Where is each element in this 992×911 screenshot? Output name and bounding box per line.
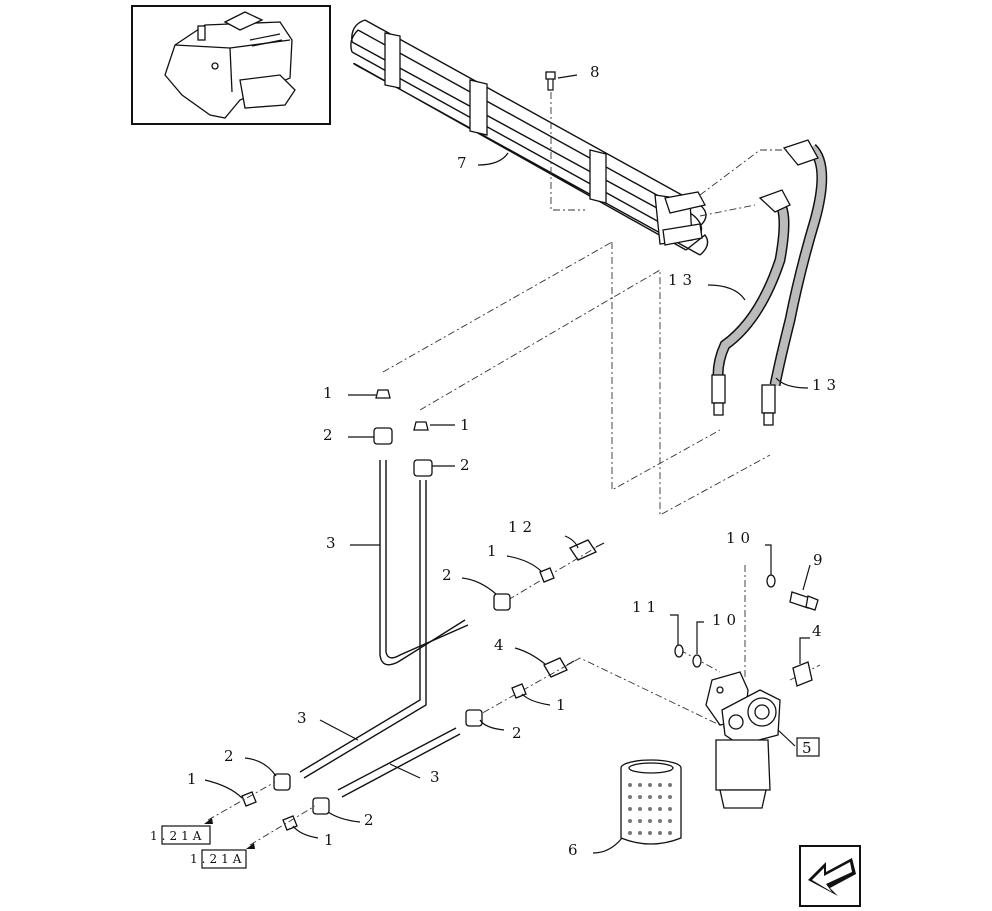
fitting-1-upper-left <box>375 389 391 399</box>
fitting-1-mid <box>539 567 555 583</box>
callout-1-bottom-a: 1 <box>187 770 202 788</box>
callout-3-lower: 3 <box>430 768 445 786</box>
callout-11: 11 <box>632 598 661 616</box>
reference-label-a[interactable]: 1.21A <box>150 829 205 843</box>
callout-13-lower: 13 <box>812 376 841 394</box>
pipe-3-left <box>379 460 469 666</box>
callout-3-middle: 3 <box>297 709 312 727</box>
callout-13-upper: 13 <box>668 271 697 289</box>
adapter-4-left <box>543 657 575 678</box>
callout-2-mid: 2 <box>442 566 457 584</box>
callout-2-lower-mid: 2 <box>512 724 527 742</box>
nut-2-bottom-a <box>273 773 291 791</box>
filter-assembly <box>705 671 781 809</box>
bolt-8 <box>545 71 585 211</box>
machine-location-thumbnail <box>131 5 331 125</box>
callout-8: 8 <box>590 63 605 81</box>
callout-10-lower: 10 <box>712 611 741 629</box>
callout-2-bottom-a: 2 <box>224 747 239 765</box>
nut-2-mid <box>493 593 511 611</box>
seal-11 <box>674 644 684 658</box>
callout-1-bottom-b: 1 <box>324 831 339 849</box>
reference-label-b[interactable]: 1.21A <box>190 852 245 866</box>
oil-cooler <box>350 19 709 256</box>
callout-1-lower-mid: 1 <box>556 696 571 714</box>
hose-13-left <box>711 189 791 416</box>
callout-6: 6 <box>568 841 583 859</box>
nut-2-upper-right <box>413 459 433 477</box>
nut-2-lower-mid <box>465 709 483 727</box>
reference-box-a[interactable]: 1.21A <box>150 825 211 845</box>
callout-10-upper: 10 <box>726 529 755 547</box>
nut-2-bottom-b <box>312 797 330 815</box>
bolt-9 <box>789 591 819 611</box>
leader-lines <box>204 74 811 854</box>
fitting-1-bottom-a <box>241 791 257 807</box>
callout-5-box: 5 <box>796 737 820 757</box>
callout-1-upper-left: 1 <box>323 384 338 402</box>
callout-2-bottom-b: 2 <box>364 811 379 829</box>
fitting-1-upper-right <box>413 421 429 431</box>
callout-1-upper-right: 1 <box>460 416 475 434</box>
washer-10-upper <box>766 574 776 588</box>
callout-5: 5 <box>802 739 817 757</box>
callout-2-upper-left: 2 <box>323 426 338 444</box>
adapter-4-right <box>792 661 813 687</box>
callout-12: 12 <box>508 518 537 536</box>
callout-3-left: 3 <box>326 534 341 552</box>
filter-element-6 <box>620 759 682 845</box>
hose-13-right <box>761 139 828 426</box>
callout-9: 9 <box>813 551 828 569</box>
reference-box-b[interactable]: 1.21A <box>190 849 247 869</box>
washer-10-lower <box>692 654 702 668</box>
callout-4-right: 4 <box>812 622 827 640</box>
callout-1-mid: 1 <box>487 542 502 560</box>
navigation-arrow-icon[interactable] <box>799 845 861 907</box>
nut-2-upper-left <box>373 427 393 445</box>
pipe-3-middle <box>299 480 427 779</box>
callout-7: 7 <box>457 154 472 172</box>
pipe-3-lower <box>337 727 461 798</box>
callout-4-left: 4 <box>494 636 509 654</box>
callout-2-upper-right: 2 <box>460 456 475 474</box>
